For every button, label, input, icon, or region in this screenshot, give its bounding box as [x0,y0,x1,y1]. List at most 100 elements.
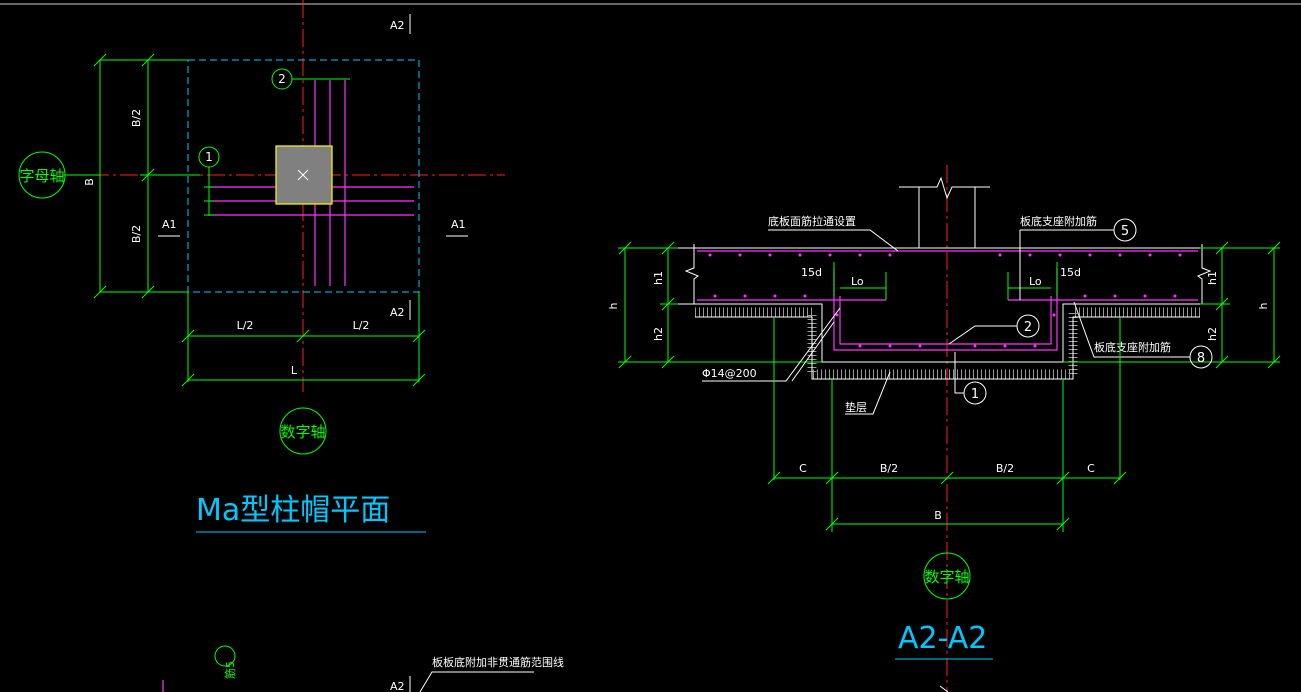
len-lo-left: Lo [851,275,864,288]
note-cushion-leader [845,371,891,415]
section-callout-2-text: 2 [1024,320,1032,335]
cap-bottom-rebar [833,268,1058,351]
dim-tick [141,168,155,182]
dim-tick [1267,241,1281,255]
rebar-dots [708,253,1182,348]
dim-b-half-right: B/2 [996,462,1014,475]
len-lo-right: Lo [1029,275,1042,288]
section-callout-8-circle[interactable] [1189,345,1213,369]
dim-tick [181,329,195,343]
column-center-mark [297,169,309,181]
dim-h2-right: h2 [1206,327,1219,341]
section-callout-2-leader [948,325,1017,345]
note-support-top: 板底支座附加筋 [1020,214,1097,228]
bottom-note-leader [419,671,534,692]
dim-tick [412,329,426,343]
note-rebar-spec-leader [791,321,835,382]
dim-tick [618,241,632,255]
dim-tick [661,297,675,311]
dim-h1-right: h1 [1206,271,1219,285]
dim-tick [412,373,426,387]
slab-bottom-outline [678,303,1200,363]
dim-tick [1267,355,1281,369]
plan-callout-1-text: 1 [205,150,213,164]
bottom-partial-view: 筋5 A2 板板底附加非贯通筋范围线 [162,645,949,692]
dim-l: L [291,364,298,377]
dim-tick [93,285,107,299]
note-rebar-spec-leader [702,307,841,382]
section-callout-5-text: 5 [1121,224,1129,239]
len-15d-left: 15d [801,266,822,279]
plan-callout-2-text: 2 [278,72,286,86]
slab-break-left [684,244,699,304]
letter-axis-label: 字母轴 [19,167,64,185]
plan-view: 1 2 B/2 B/2 B L/2 L/2 L [18,0,505,533]
column-break-line [899,176,990,200]
dim-h2-left: h2 [652,327,665,341]
dim-tick [825,471,839,485]
dim-tick [1056,517,1070,531]
dim-b: B [83,178,96,186]
section-number-axis-bubble[interactable] [923,552,971,600]
section-marker-a2-bottom: A2 [390,306,405,319]
dim-l-half-left: L/2 [237,319,254,332]
note-top-rebar: 底板面筋拉通设置 [768,214,856,228]
dim-tick [296,329,310,343]
cushion-outline [695,316,1200,380]
dim-tick [661,355,675,369]
section-marker-a2-lower: A2 [390,680,405,692]
dim-c-right: C [1087,462,1095,475]
dim-tick [141,53,155,67]
section-number-axis-label: 数字轴 [924,568,969,586]
dim-l-half-right: L/2 [353,319,370,332]
number-axis-label: 数字轴 [280,423,325,441]
section-marker-a1-right: A1 [451,218,466,231]
dim-tick [825,517,839,531]
note-cushion: 垫层 [845,400,867,414]
note-support-bottom: 板底支座附加筋 [1094,340,1171,354]
dim-tick [1215,241,1229,255]
partial-mark [939,685,949,692]
dim-b-section: B [934,509,942,522]
dim-c-left: C [799,462,807,475]
section-view: h h1 h2 h1 h2 h 15d Lo Lo 15d 底板面筋拉通设置 板… [607,165,1281,692]
dim-h-right: h [1257,302,1270,309]
dim-tick [1215,297,1229,311]
partial-label: 筋5 [223,661,237,679]
dim-tick [618,355,632,369]
dim-tick [93,53,107,67]
dim-tick [767,471,781,485]
dim-h-left: h [607,302,620,309]
section-marker-a1-left: A1 [162,218,177,231]
section-callout-1-leader [954,352,964,394]
dim-tick [1113,471,1127,485]
section-marker-a2-top: A2 [390,19,405,32]
partial-callout-circle [214,645,236,667]
slab-break-right [1197,244,1212,304]
dim-tick [1215,355,1229,369]
dim-tick [141,285,155,299]
len-15d-right: 15d [1060,266,1081,279]
number-axis-bubble[interactable] [279,407,327,455]
dim-b-half-top: B/2 [130,109,143,127]
section-callout-5-circle[interactable] [1113,218,1137,242]
section-callout-8-text: 8 [1197,351,1205,366]
section-callout-1-text: 1 [971,387,979,402]
section-title: A2-A2 [898,621,987,656]
dim-b-half-bottom: B/2 [130,225,143,243]
plan-title: Ma型柱帽平面 [196,493,390,528]
note-rebar-spec: Φ14@200 [702,367,757,380]
bottom-note: 板板底附加非贯通筋范围线 [432,655,564,669]
column-cap-outline [187,59,420,293]
dim-tick [661,241,675,255]
column-section[interactable] [275,145,333,205]
dim-tick [940,471,954,485]
dim-tick [1056,471,1070,485]
note-top-rebar-leader [768,229,899,252]
dim-b-half-left: B/2 [880,462,898,475]
cap-stirrup-rebar [839,296,1052,345]
dim-h1-left: h1 [652,271,665,285]
dim-tick [181,373,195,387]
note-support-bottom-leader [1073,301,1190,358]
